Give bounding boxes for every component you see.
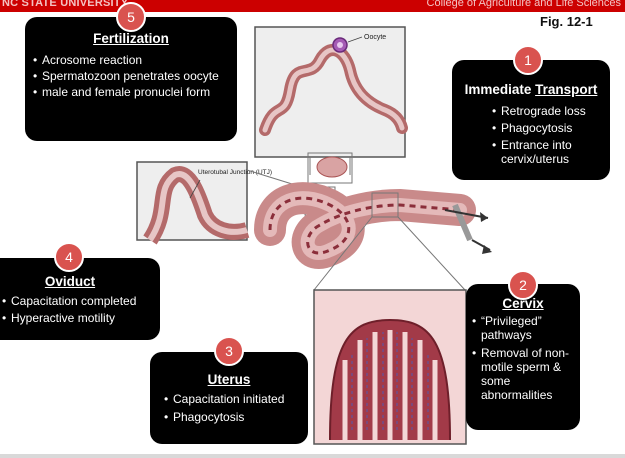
transport-title-part1: Immediate (464, 82, 536, 97)
list-item: Phagocytosis (492, 121, 610, 135)
oocyte-inset: Oocyte (254, 26, 408, 158)
cervix-box: Cervix “Privileged” pathways Removal of … (466, 284, 580, 430)
uterus-list: Capacitation initiated Phagocytosis (164, 392, 308, 424)
list-item: male and female pronuclei form (33, 85, 237, 99)
oviduct-box: Oviduct Capacitation completed Hyperacti… (0, 258, 160, 340)
transport-list: Retrograde loss Phagocytosis Entrance in… (492, 104, 610, 166)
university-name: NC STATE UNIVERSITY (2, 0, 129, 9)
fertilization-box: Fertilization Acrosome reaction Spermato… (25, 17, 237, 141)
list-item: Capacitation initiated (164, 392, 308, 406)
transport-title-part2: Transport (535, 82, 598, 97)
step-badge-3: 3 (214, 336, 244, 366)
step-badge-4: 4 (54, 242, 84, 272)
fertilization-title: Fertilization (93, 31, 169, 46)
cervix-inset (313, 289, 467, 445)
oviduct-list: Capacitation completed Hyperactive motil… (2, 294, 160, 325)
cervix-title: Cervix (502, 296, 544, 311)
step-badge-2: 2 (508, 270, 538, 300)
uterus-title: Uterus (207, 372, 251, 387)
list-item: “Privileged” pathways (472, 314, 572, 342)
cervix-list: “Privileged” pathways Removal of non-mot… (472, 314, 572, 402)
transport-box: Immediate Transport Retrograde loss Phag… (452, 60, 610, 180)
slide-bottom-border (0, 454, 625, 458)
college-name: College of Agriculture and Life Sciences (426, 0, 621, 9)
list-item: Acrosome reaction (33, 53, 237, 67)
utj-label: Uterotubal Junction (UTJ) (198, 169, 272, 176)
list-item: Spermatozoon penetrates oocyte (33, 69, 237, 83)
university-header-bar: NC STATE UNIVERSITY College of Agricultu… (0, 0, 625, 12)
fertilization-list: Acrosome reaction Spermatozoon penetrate… (33, 53, 237, 99)
list-item: Entrance into cervix/uterus (492, 138, 583, 166)
oviduct-title: Oviduct (44, 274, 96, 289)
list-item: Hyperactive motility (2, 311, 160, 325)
figure-label: Fig. 12-1 (540, 14, 593, 29)
utj-inset: Uterotubal Junction (UTJ) (136, 161, 272, 245)
list-item: Removal of non-motile sperm & some abnor… (472, 346, 572, 402)
uterine-horn (254, 182, 476, 269)
list-item: Retrograde loss (492, 104, 610, 118)
transport-title: Immediate Transport (452, 82, 610, 97)
uterus-box: Uterus Capacitation initiated Phagocytos… (150, 352, 308, 444)
step-badge-1: 1 (513, 45, 543, 75)
list-item: Phagocytosis (164, 410, 308, 424)
step-badge-5: 5 (116, 2, 146, 32)
list-item: Capacitation completed (2, 294, 160, 308)
oocyte-label: Oocyte (364, 34, 386, 41)
